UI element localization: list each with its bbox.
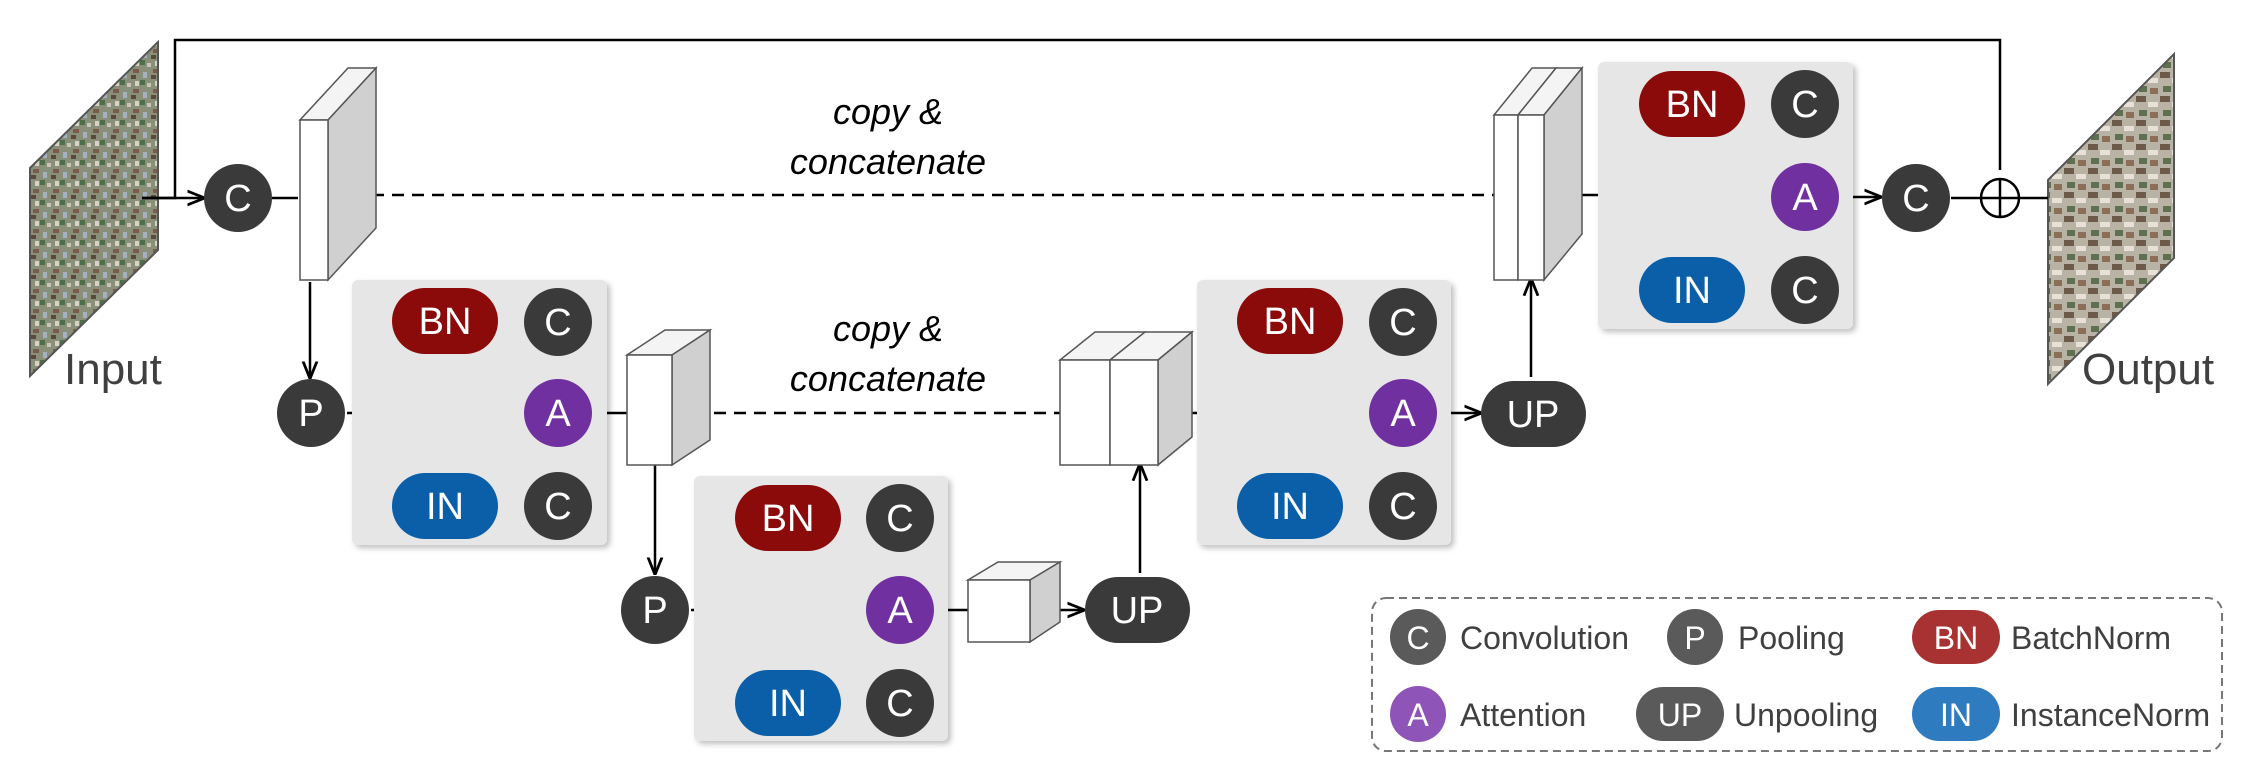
svg-text:C: C: [886, 498, 913, 540]
legend-item-batchnorm: BN BatchNorm: [1912, 610, 2171, 664]
svg-text:IN: IN: [426, 486, 464, 528]
svg-text:BN: BN: [1934, 620, 1978, 656]
legend-item-instancenorm: IN InstanceNorm: [1912, 687, 2210, 741]
block3-in-node: IN: [1237, 473, 1343, 539]
block4-bn-node: BN: [1639, 71, 1745, 137]
svg-text:C: C: [544, 302, 571, 344]
legend-item-pooling: P Pooling: [1667, 609, 1845, 665]
input-image: [29, 39, 159, 379]
svg-text:BN: BN: [419, 301, 472, 343]
block3-conv-bottom: C: [1369, 472, 1437, 540]
svg-text:P: P: [298, 393, 323, 435]
svg-text:A: A: [545, 393, 571, 435]
block3-bn-node: BN: [1237, 288, 1343, 354]
concat-feature-map-top: [1492, 65, 1584, 283]
svg-text:UP: UP: [1507, 394, 1560, 436]
svg-text:IN: IN: [1271, 486, 1309, 528]
copy-label-mid-1: copy &: [833, 308, 943, 349]
svg-text:C: C: [1791, 270, 1818, 312]
legend-item-attention: A Attention: [1390, 686, 1586, 742]
feature-map-2: [624, 328, 713, 467]
pool-node-1: P: [277, 379, 345, 447]
block1-in-node: IN: [392, 473, 498, 539]
pool-node-2: P: [621, 576, 689, 644]
block3-att-node: A: [1369, 379, 1437, 447]
feature-map-bottleneck: [965, 560, 1063, 644]
input-label: Input: [64, 345, 162, 394]
svg-text:IN: IN: [1673, 270, 1711, 312]
svg-text:BatchNorm: BatchNorm: [2011, 620, 2171, 656]
unpool-node-2: UP: [1481, 381, 1586, 447]
block1-conv-top: C: [524, 288, 592, 356]
feature-map-1: [298, 66, 378, 282]
svg-text:A: A: [1390, 393, 1416, 435]
block2-conv-top: C: [866, 484, 934, 552]
block1-att-node: A: [524, 379, 592, 447]
svg-text:UP: UP: [1111, 590, 1164, 632]
svg-text:Unpooling: Unpooling: [1734, 697, 1878, 733]
svg-text:C: C: [1389, 486, 1416, 528]
svg-text:UP: UP: [1658, 697, 1702, 733]
svg-text:C: C: [1406, 620, 1429, 656]
block2-bn-node: BN: [735, 485, 841, 551]
svg-text:A: A: [887, 590, 913, 632]
svg-text:C: C: [1791, 84, 1818, 126]
block1-conv-bottom: C: [524, 472, 592, 540]
svg-text:Attention: Attention: [1460, 697, 1586, 733]
copy-label-mid-2: concatenate: [790, 358, 986, 399]
output-image: [2047, 51, 2175, 387]
block1-bn-node: BN: [392, 288, 498, 354]
svg-text:BN: BN: [1264, 301, 1317, 343]
conv-node-input: C: [204, 164, 272, 232]
svg-text:C: C: [886, 683, 913, 725]
residual-add-icon: [1979, 177, 2021, 219]
svg-text:C: C: [224, 178, 251, 220]
svg-text:Pooling: Pooling: [1738, 620, 1845, 656]
block2-in-node: IN: [735, 670, 841, 736]
svg-text:Convolution: Convolution: [1460, 620, 1629, 656]
svg-text:C: C: [1902, 178, 1929, 220]
copy-label-top-1: copy &: [833, 91, 943, 132]
svg-text:IN: IN: [769, 683, 807, 725]
block2-att-node: A: [866, 576, 934, 644]
block4-conv-top: C: [1771, 70, 1839, 138]
svg-text:BN: BN: [1666, 84, 1719, 126]
block4-in-node: IN: [1639, 257, 1745, 323]
unpool-node-1: UP: [1085, 577, 1190, 643]
svg-text:C: C: [1389, 302, 1416, 344]
legend-item-convolution: C Convolution: [1390, 609, 1629, 665]
block3-conv-top: C: [1369, 288, 1437, 356]
block4-att-node: A: [1771, 163, 1839, 231]
legend: C Convolution P Pooling BN BatchNorm A A…: [1371, 597, 2223, 752]
legend-item-unpooling: UP Unpooling: [1636, 687, 1878, 741]
output-label: Output: [2082, 345, 2214, 394]
svg-text:C: C: [544, 486, 571, 528]
svg-text:A: A: [1792, 177, 1818, 219]
conv-node-output: C: [1882, 164, 1950, 232]
concat-feature-map-mid: [1057, 330, 1195, 467]
copy-label-top-2: concatenate: [790, 141, 986, 182]
svg-text:A: A: [1407, 697, 1429, 733]
svg-text:IN: IN: [1940, 697, 1972, 733]
svg-text:InstanceNorm: InstanceNorm: [2011, 697, 2210, 733]
svg-text:P: P: [1684, 620, 1705, 656]
svg-text:P: P: [642, 590, 667, 632]
svg-text:BN: BN: [762, 498, 815, 540]
block2-conv-bottom: C: [866, 669, 934, 737]
block4-conv-bottom: C: [1771, 256, 1839, 324]
copy-concat-dashed: [352, 193, 1494, 415]
